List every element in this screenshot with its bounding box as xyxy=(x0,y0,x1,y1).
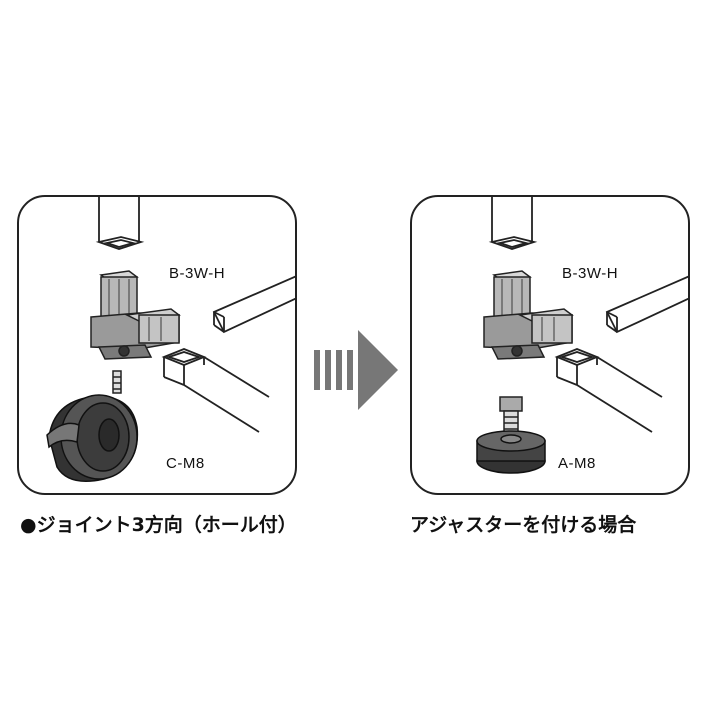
caster-caption: ●ジョイント3方向（ホール付） xyxy=(20,514,297,536)
vertical-tube xyxy=(488,197,538,250)
adjuster-assembly-illustration xyxy=(476,197,688,474)
horizontal-tube-lower xyxy=(554,348,663,433)
arrow-right-icon xyxy=(314,330,398,410)
connector-label: B-3W-H xyxy=(169,265,226,282)
vertical-tube xyxy=(95,197,145,250)
adjuster-bolt xyxy=(499,396,523,436)
caster-assembly-illustration xyxy=(46,197,295,482)
caster-wheel xyxy=(46,394,139,482)
horizontal-tube-upper xyxy=(605,275,688,334)
adjuster-panel: B-3W-H A-M8 xyxy=(410,195,690,495)
connector-label: B-3W-H xyxy=(562,265,619,282)
caster-panel: B-3W-H C-M8 xyxy=(17,195,297,495)
adjuster-foot xyxy=(476,430,546,474)
adjuster-label: A-M8 xyxy=(558,455,596,472)
caster-label: C-M8 xyxy=(166,455,205,472)
adjuster-caption: アジャスターを付ける場合 xyxy=(410,514,637,536)
caster-stem xyxy=(112,370,122,394)
joint-connector-b3wh xyxy=(483,270,574,360)
horizontal-tube-lower xyxy=(161,348,270,433)
joint-connector-b3wh xyxy=(90,270,181,360)
horizontal-tube-upper xyxy=(212,275,295,334)
